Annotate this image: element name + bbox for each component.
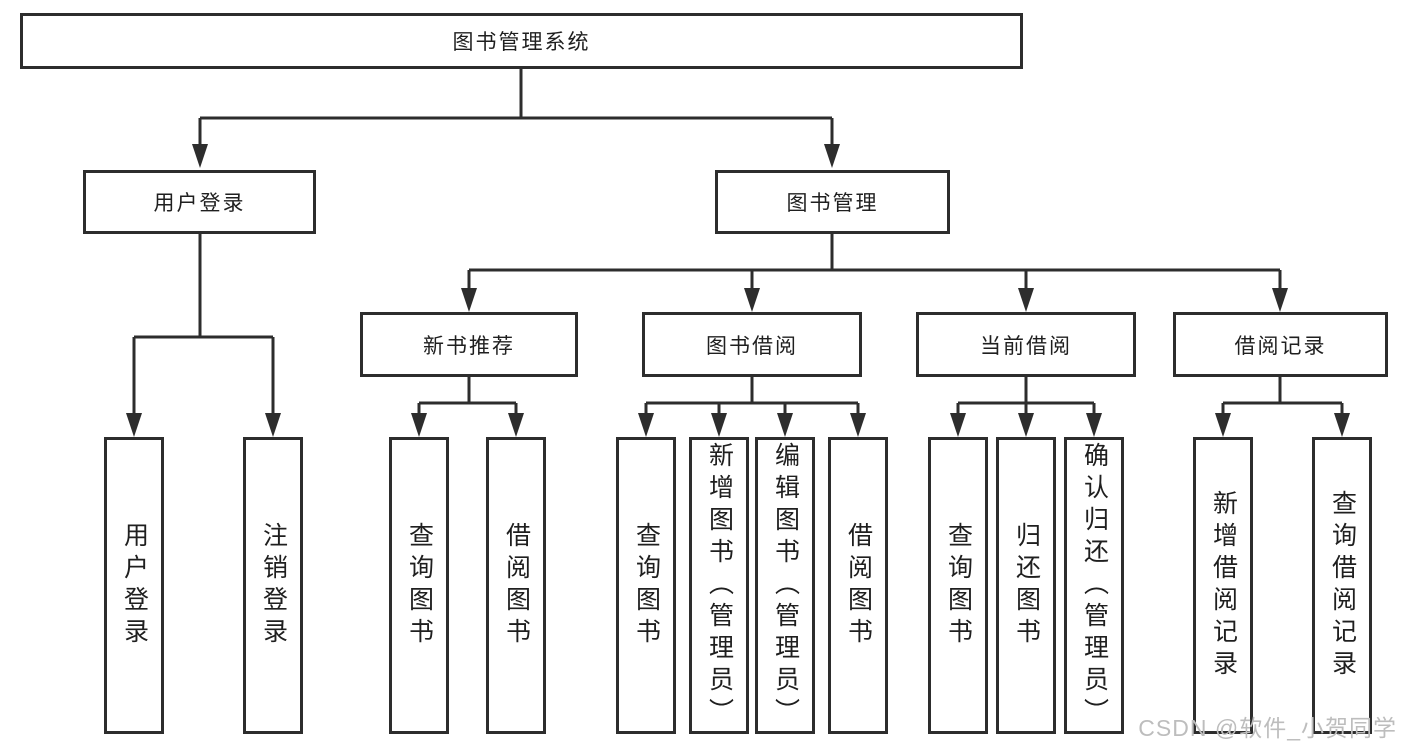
leaf-label: 新增借阅记录 [1209,489,1238,682]
leaf-borrow-books-recommend: 借阅图书 [486,437,546,734]
arrowhead [1272,288,1288,312]
leaf-label: 查询图书 [405,521,434,650]
arrowhead [265,413,281,437]
arrowhead [950,413,966,437]
leaf-label: 查询图书 [632,521,661,650]
arrowhead [411,413,427,437]
leaf-query-books-recommend: 查询图书 [389,437,449,734]
node-library-management-system: 图书管理系统 [20,13,1023,69]
arrowhead [461,288,477,312]
leaf-label: 新增图书（管理员） [705,441,734,730]
leaf-label: 注销登录 [259,521,288,650]
node-label: 用户登录 [153,192,246,215]
node-user-login: 用户登录 [83,170,316,234]
leaf-user-login: 用户登录 [104,437,164,734]
node-current-borrowing: 当前借阅 [916,312,1136,377]
node-label: 新书推荐 [423,334,515,358]
leaf-label: 确认归还（管理员） [1080,441,1109,730]
arrowhead [638,413,654,437]
leaf-label: 用户登录 [120,521,149,650]
node-book-borrowing: 图书借阅 [642,312,862,377]
leaf-label: 借阅图书 [502,521,531,650]
node-book-management: 图书管理 [715,170,950,234]
arrowhead [777,413,793,437]
node-label: 图书管理系统 [452,31,591,54]
leaf-query-borrow-record: 查询借阅记录 [1312,437,1372,734]
leaf-add-borrow-record: 新增借阅记录 [1193,437,1253,734]
leaf-label: 归还图书 [1012,521,1041,650]
arrowhead [711,413,727,437]
leaf-add-book-admin: 新增图书（管理员） [689,437,749,734]
connector-path [132,68,1344,419]
leaf-logout: 注销登录 [243,437,303,734]
leaf-query-books-borrowing: 查询图书 [616,437,676,734]
arrowhead [744,288,760,312]
leaf-borrow-books-borrowing: 借阅图书 [828,437,888,734]
arrowhead [824,144,840,168]
leaf-label: 编辑图书（管理员） [771,441,800,730]
node-label: 图书借阅 [706,334,798,358]
arrowhead [1018,288,1034,312]
leaf-confirm-return-admin: 确认归还（管理员） [1064,437,1124,734]
leaf-label: 查询图书 [944,521,973,650]
leaf-edit-book-admin: 编辑图书（管理员） [755,437,815,734]
arrowheads [126,144,1350,437]
watermark: CSDN @软件_小贺同学 [1138,715,1397,741]
node-label: 借阅记录 [1234,334,1327,358]
node-label: 当前借阅 [980,334,1072,358]
arrowhead [1215,413,1231,437]
arrowhead [126,413,142,437]
leaf-return-book: 归还图书 [996,437,1056,734]
leaf-label: 查询借阅记录 [1328,489,1357,682]
node-new-book-recommendation: 新书推荐 [360,312,578,377]
arrowhead [1018,413,1034,437]
arrowhead [192,144,208,168]
node-borrowing-records: 借阅记录 [1173,312,1388,377]
node-label: 图书管理 [786,192,879,215]
arrowhead [508,413,524,437]
leaf-label: 借阅图书 [844,521,873,650]
leaf-query-books-current: 查询图书 [928,437,988,734]
arrowhead [850,413,866,437]
arrowhead [1334,413,1350,437]
arrowhead [1086,413,1102,437]
